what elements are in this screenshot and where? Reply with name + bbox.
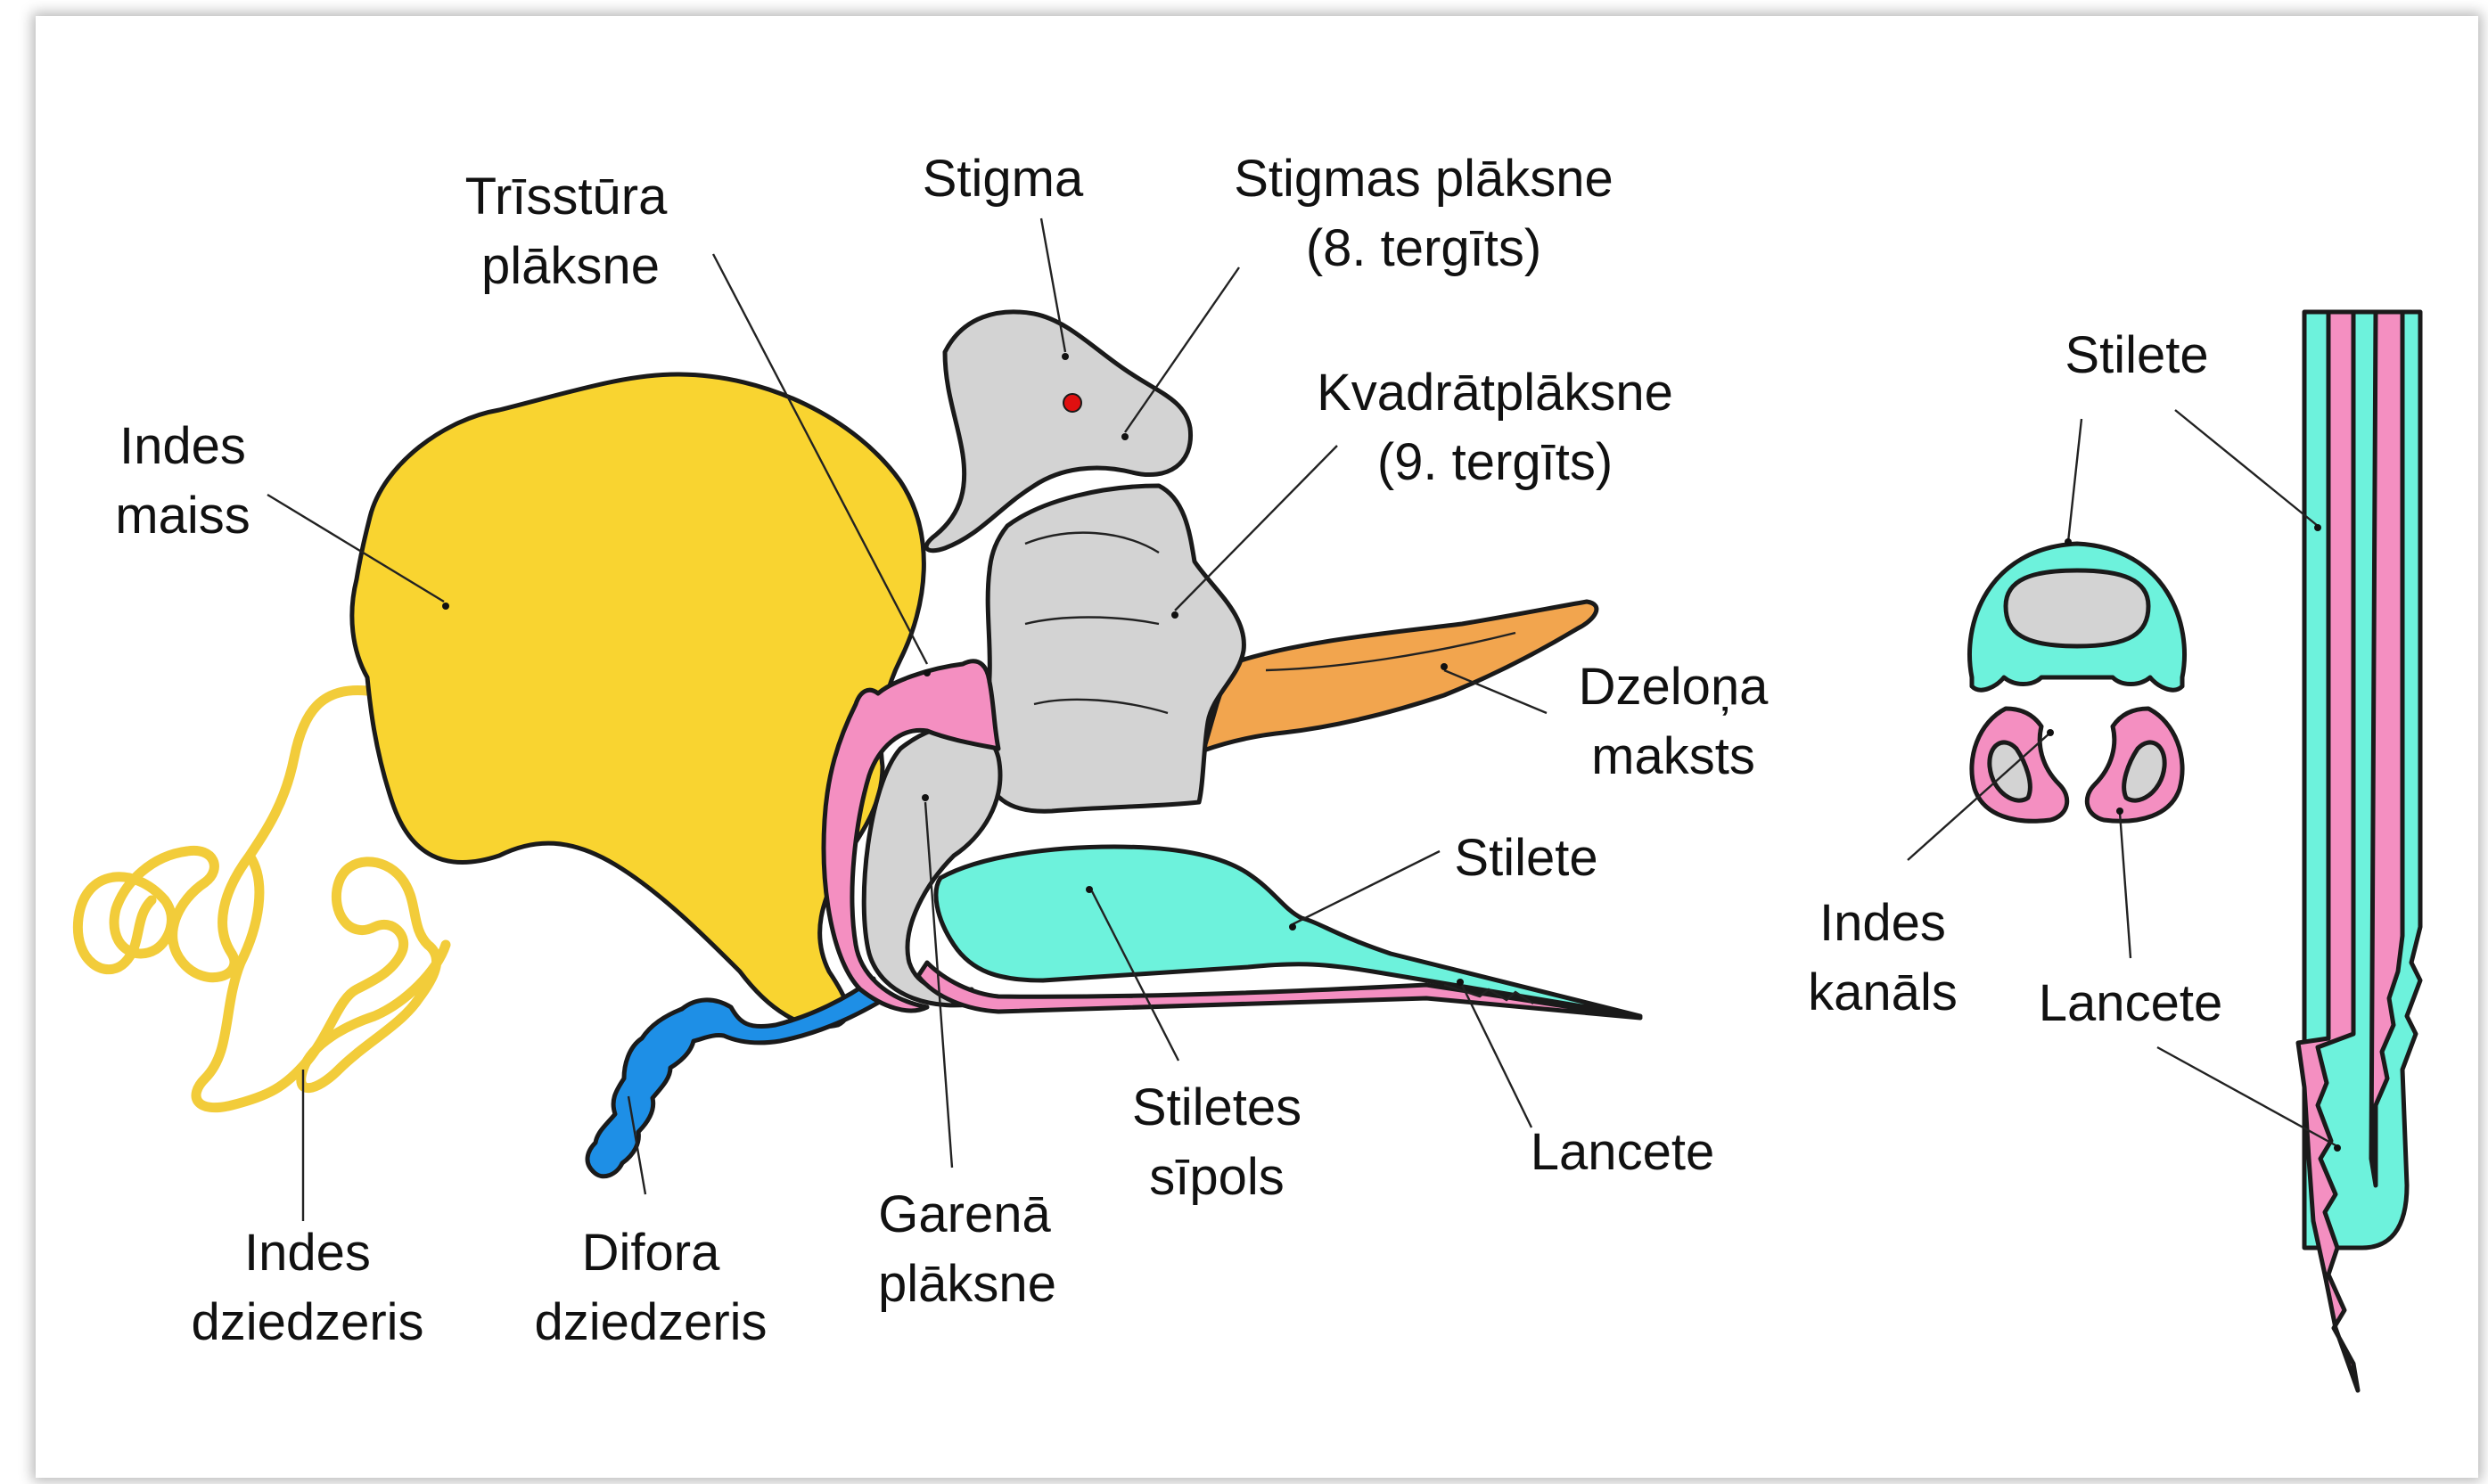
label-stilete-section: Stilete xyxy=(2065,326,2208,384)
label-stigmas-line2: (8. tergīts) xyxy=(1306,219,1541,277)
label-indes-dziedzeris-line1: Indes xyxy=(244,1224,371,1282)
label-stiletes-line1: Stiletes xyxy=(1132,1078,1301,1136)
label-kvadrat-line2: (9. tergīts) xyxy=(1377,433,1613,491)
label-stigmas-line1: Stigmas plāksne xyxy=(1234,150,1614,208)
label-dzelona-line2: maksts xyxy=(1591,727,1755,785)
label-indes-maiss-line2: maiss xyxy=(115,487,250,545)
quadrate-plate xyxy=(987,486,1244,811)
label-lancete-main: Lancete xyxy=(1531,1123,1714,1181)
label-trisstura-line2: plāksne xyxy=(481,237,660,295)
label-difora-line1: Difora xyxy=(582,1224,720,1282)
label-garena-line1: Garenā xyxy=(878,1185,1051,1243)
label-stiletes-line2: sīpols xyxy=(1149,1148,1285,1206)
label-indes-kanals-line2: kanāls xyxy=(1808,963,1958,1021)
label-trisstura-line1: Trīsstūra xyxy=(465,168,668,225)
label-indes-dziedzeris-line2: dziedzeris xyxy=(191,1293,423,1351)
sting-sheath xyxy=(1203,602,1597,750)
label-garena-line2: plāksne xyxy=(878,1255,1056,1313)
label-difora-line2: dziedzeris xyxy=(534,1293,767,1351)
dufour-gland xyxy=(587,979,878,1177)
stinger-longitudinal xyxy=(2298,312,2420,1390)
stigma-spot xyxy=(1063,394,1081,412)
cross-section xyxy=(1970,544,2185,821)
label-kvadrat-line1: Kvadrātplāksne xyxy=(1317,364,1673,422)
label-stilete-main: Stilete xyxy=(1454,829,1597,887)
label-stigma: Stigma xyxy=(923,150,1084,208)
label-indes-kanals-line1: Indes xyxy=(1819,894,1946,952)
label-dzelona-line1: Dzeloņa xyxy=(1579,658,1770,716)
label-indes-maiss-line1: Indes xyxy=(119,417,246,475)
label-lancete-section: Lancete xyxy=(2039,974,2222,1032)
